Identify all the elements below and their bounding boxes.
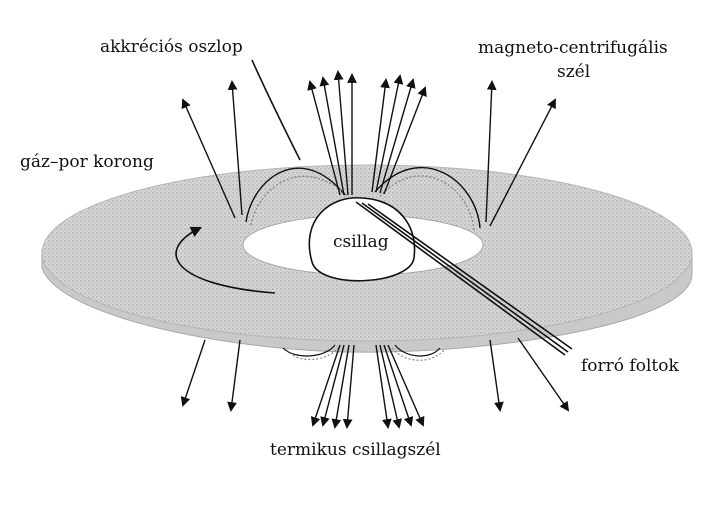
accretion-loops xyxy=(245,166,481,231)
disk-label: gáz–por korong xyxy=(20,152,154,172)
magneto-wind-label-line2: szél xyxy=(557,62,591,82)
upward-wind-arrows xyxy=(181,70,556,227)
rotation-arrow-icon xyxy=(175,226,276,294)
lower-loops xyxy=(282,344,445,361)
hot-spot-pointers xyxy=(355,201,573,356)
accretion-column-pointer xyxy=(251,59,301,161)
star-label: csillag xyxy=(333,232,389,252)
hot-spots-label: forró foltok xyxy=(581,356,679,376)
accretion-column-label: akkréciós oszlop xyxy=(100,37,243,57)
thermal-wind-label: termikus csillagszél xyxy=(270,440,441,460)
magneto-wind-label-line1: magneto-centrifugális xyxy=(478,38,668,58)
downward-wind-arrows xyxy=(180,337,570,429)
